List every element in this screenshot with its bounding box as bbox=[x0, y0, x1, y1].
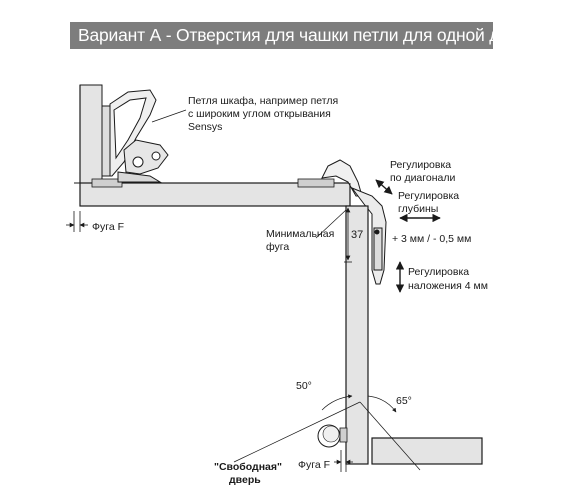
hinge-label-line1: Петля шкафа, например петля bbox=[188, 95, 338, 107]
min-gap-leader bbox=[315, 209, 347, 239]
gap-bottom-label: Фуга F bbox=[298, 459, 330, 471]
free-door-label-line2: дверь bbox=[229, 474, 261, 486]
diagonal-label-line1: Регулировка bbox=[390, 159, 451, 171]
angle-lines bbox=[233, 394, 421, 471]
overlay-label-line1: Регулировка bbox=[408, 266, 469, 278]
left-cabinet-side bbox=[79, 84, 103, 184]
sensys-hinge bbox=[101, 89, 169, 183]
left-hinge-cup bbox=[91, 178, 335, 188]
gap-top-marker bbox=[66, 211, 88, 232]
depth-label-line2: глубины bbox=[398, 203, 438, 215]
gap-top-label: Фуга F bbox=[92, 221, 124, 233]
hinge-leader bbox=[151, 109, 187, 123]
free-door-label-line1: "Свободная" bbox=[214, 461, 282, 473]
diagonal-label-line2: по диагонали bbox=[390, 172, 455, 184]
overlay-label-line2: наложения 4 мм bbox=[408, 280, 488, 292]
hinge-label-line3: Sensys bbox=[188, 121, 222, 133]
min-gap-label-line1: Минимальная bbox=[266, 228, 334, 240]
page-title: Вариант А - Отверстия для чашки петли дл… bbox=[78, 25, 537, 45]
vertical-panel bbox=[345, 205, 369, 465]
bottom-shelf bbox=[371, 437, 483, 465]
gap-bottom-marker bbox=[334, 450, 353, 472]
depth-value-label: + 3 мм / - 0,5 мм bbox=[392, 233, 471, 245]
door-knob bbox=[317, 424, 348, 448]
hinge-label-line2: с широким углом открывания bbox=[188, 108, 331, 120]
dimension-37 bbox=[322, 205, 352, 263]
corner-hinge bbox=[321, 159, 387, 285]
min-gap-label-line2: фуга bbox=[266, 241, 289, 253]
angle-65-label: 65° bbox=[396, 395, 412, 407]
title-banner: Вариант А - Отверстия для чашки петли дл… bbox=[70, 22, 537, 49]
angle-50-label: 50° bbox=[296, 380, 312, 392]
depth-label-line1: Регулировка bbox=[398, 190, 459, 202]
dimension-37-label: 37 bbox=[351, 229, 363, 241]
diagonal-arrow bbox=[375, 179, 393, 195]
